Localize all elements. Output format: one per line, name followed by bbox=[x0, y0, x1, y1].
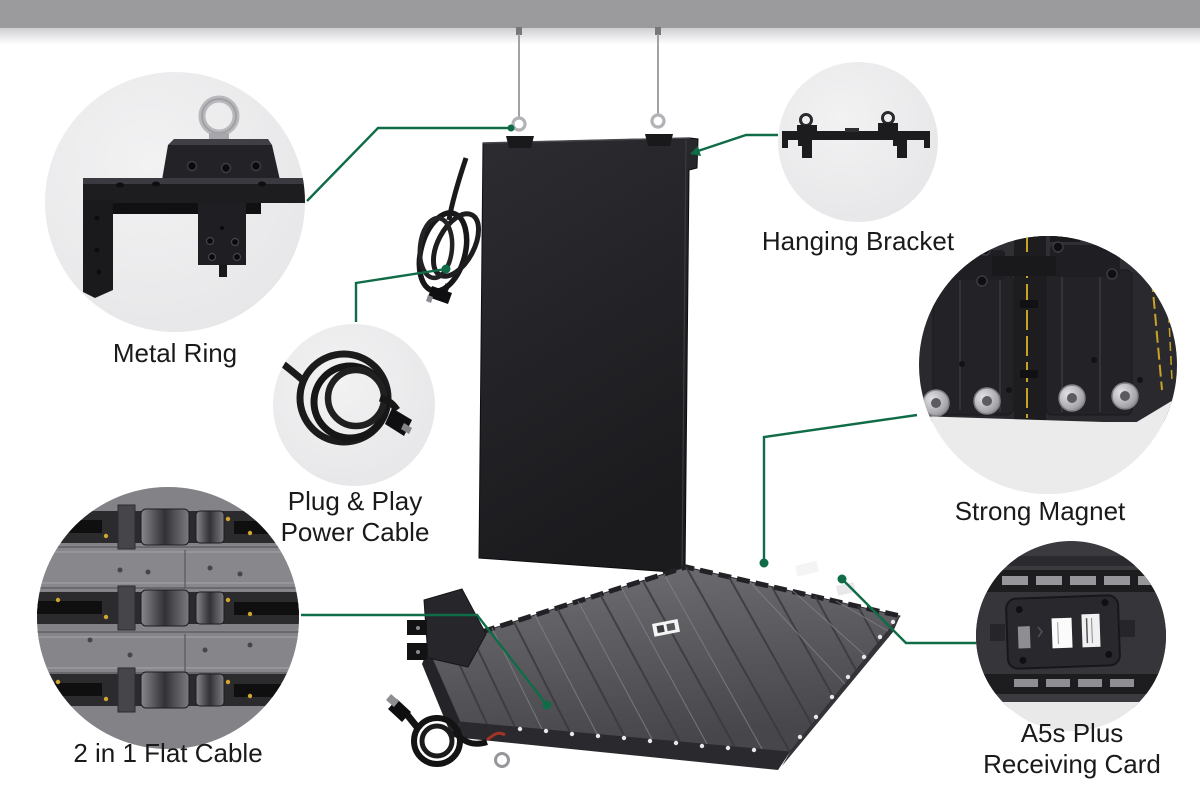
suspension-cables bbox=[511, 27, 666, 132]
flat-cable-row bbox=[37, 504, 299, 550]
panel-sticker bbox=[651, 619, 681, 637]
grounding-ring bbox=[494, 752, 510, 768]
flat-cable-row bbox=[37, 667, 299, 713]
a5s-label-line1: A5s Plus bbox=[1020, 718, 1124, 748]
cable-anchor bbox=[655, 27, 661, 35]
inset-power-cable-photo bbox=[273, 324, 435, 486]
panel-sticker bbox=[836, 581, 856, 596]
flat-cable-row bbox=[37, 585, 299, 631]
flat-led-panel bbox=[386, 560, 901, 770]
inset-metal-ring-photo bbox=[45, 72, 305, 332]
metal-ring-label: Metal Ring bbox=[112, 338, 238, 368]
receiving-card-plate bbox=[1005, 594, 1121, 670]
hanging-ring-left bbox=[511, 116, 527, 132]
callout-line-receiving-card bbox=[841, 578, 977, 645]
panel-power-cable bbox=[416, 157, 482, 304]
ceiling bbox=[0, 0, 1200, 44]
a5s-receiving-card-label: A5s Plus Receiving Card bbox=[983, 718, 1161, 780]
plug-play-power-cable-label: Plug & Play Power Cable bbox=[281, 486, 430, 548]
hanging-ring-right bbox=[650, 113, 666, 129]
two-in-one-flat-cable-label: 2 in 1 Flat Cable bbox=[73, 738, 263, 768]
edge-screws bbox=[517, 619, 896, 753]
callout-line-metal-ring bbox=[306, 126, 511, 202]
plug-play-label-line2: Power Cable bbox=[280, 517, 430, 547]
strong-magnet-label: Strong Magnet bbox=[954, 496, 1126, 526]
cable-anchor bbox=[516, 27, 522, 35]
plug-play-label-line1: Plug & Play bbox=[287, 486, 423, 516]
panel-clip-right bbox=[645, 134, 673, 146]
inset-flat-cable-photo bbox=[37, 487, 299, 749]
callout-line-strong-magnet bbox=[762, 413, 918, 563]
callout-line-hanging-bracket bbox=[691, 133, 778, 155]
inset-hanging-bracket-photo bbox=[778, 62, 938, 222]
callout-line-flat-cable bbox=[301, 613, 548, 706]
panel-sticker bbox=[795, 560, 820, 577]
card-label bbox=[1017, 626, 1031, 649]
panel-clip-left bbox=[506, 136, 534, 148]
card-label bbox=[1051, 617, 1073, 649]
hanging-bracket-label: Hanging Bracket bbox=[761, 226, 955, 256]
callout-arrowhead bbox=[690, 146, 701, 156]
callout-markers bbox=[441, 124, 847, 710]
hanging-led-panel bbox=[478, 134, 699, 574]
flat-panel-power-cable bbox=[386, 694, 506, 767]
inset-strong-magnet-photo bbox=[919, 236, 1177, 494]
inset-receiving-card-photo bbox=[976, 541, 1166, 731]
corner-bracket bbox=[423, 588, 487, 668]
card-label bbox=[1081, 613, 1101, 648]
callout-line-plug-play bbox=[354, 267, 447, 322]
a5s-label-line2: Receiving Card bbox=[983, 749, 1161, 779]
callout-lines bbox=[301, 124, 977, 710]
